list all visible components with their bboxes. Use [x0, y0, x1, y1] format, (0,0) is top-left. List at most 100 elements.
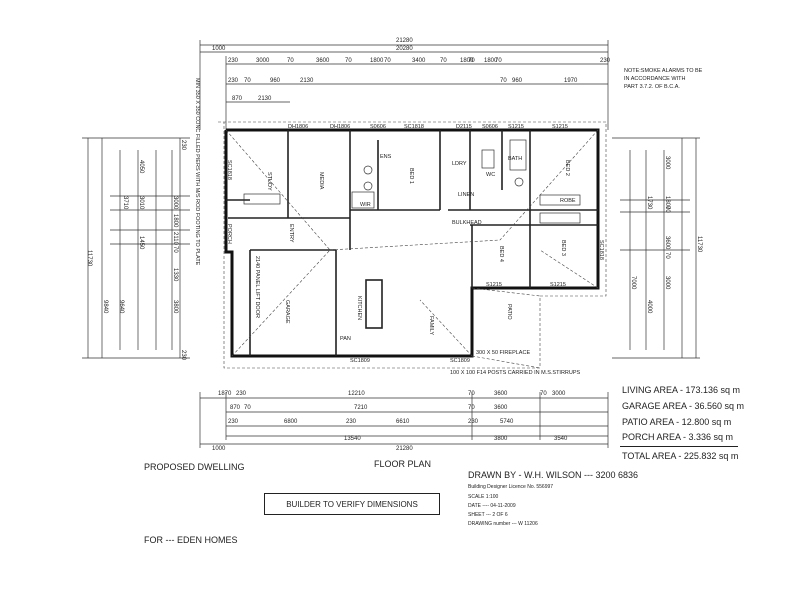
top-dim: 230: [228, 58, 239, 64]
top-dim: 870: [232, 96, 243, 102]
top-dim: 1800: [460, 58, 474, 64]
top-dim: 1800: [484, 58, 498, 64]
room-wir: WIR: [360, 202, 371, 208]
room-bed2: BED 2: [564, 160, 570, 176]
bottom-dim: 6610: [396, 419, 410, 425]
bottom-dim: 6800: [284, 419, 298, 425]
top-dim: 3000: [256, 58, 270, 64]
wall-opening-label: D2115: [456, 124, 472, 130]
wall-opening-label: S1215: [486, 282, 502, 288]
left-dim: 3800: [172, 300, 178, 314]
left-dim: 1330: [172, 268, 178, 282]
top-overall-dim: 21280: [396, 38, 413, 44]
bottom-dim: 5740: [500, 419, 514, 425]
bottom-dim: 870: [230, 405, 241, 411]
top-dim: 960: [270, 78, 281, 84]
room-porch: PORCH: [226, 224, 232, 244]
top-dim: 3400: [412, 58, 426, 64]
top-dim: 70: [384, 58, 391, 64]
proposed-dwelling-label: PROPOSED DWELLING: [144, 462, 245, 472]
top-dim: 960: [512, 78, 523, 84]
bottom-dim: 70: [244, 405, 251, 411]
right-dim: 1800: [664, 196, 670, 210]
left-dim: 230: [180, 140, 186, 151]
porch-area: PORCH AREA - 3.336 sq m: [622, 432, 734, 442]
fireplace-note: 300 X 50 FIREPLACE: [476, 350, 530, 356]
bottom-dim: 12210: [348, 391, 365, 397]
wall-opening-label: S1215: [552, 124, 568, 130]
bottom-dim: 230: [236, 391, 247, 397]
left-dim-labels: 2303000180021107013303800230405030103710…: [86, 140, 186, 361]
room-bed3: BED 3: [560, 240, 566, 256]
living-area: LIVING AREA - 173.136 sq m: [622, 385, 741, 395]
top-dim: 230: [228, 78, 239, 84]
top-dim: 2130: [258, 96, 272, 102]
room-linen: LINEN: [458, 192, 474, 198]
patio-area: PATIO AREA - 12.800 sq m: [622, 417, 732, 427]
left-dim: 4050: [138, 160, 144, 174]
left-dim: 9640: [118, 300, 124, 314]
room-patio: PATIO: [506, 304, 512, 320]
wall-opening-label: SC1809: [450, 358, 470, 364]
posts-note: 100 X 100 F14 POSTS CARRIED IN M.S.STIRR…: [450, 370, 581, 376]
right-dim: 3600: [664, 236, 670, 250]
bottom-dim: 3600: [494, 405, 508, 411]
bottom-dim: 230: [228, 419, 239, 425]
bottom-dim: 70: [540, 391, 547, 397]
top-dim: 70: [468, 58, 475, 64]
room-family: FAMILY: [428, 316, 434, 335]
bottom-dim: 230: [468, 419, 479, 425]
drawn-by-label: DRAWN BY - W.H. WILSON --- 3200 6836: [468, 470, 639, 480]
right-dim: 3000: [664, 156, 670, 170]
left-dim: 9840: [102, 300, 108, 314]
left-dim: 3000: [172, 196, 178, 210]
wall-opening-label: SC1818: [404, 124, 424, 130]
floor-plan-label: FLOOR PLAN: [374, 459, 432, 469]
top-dim: 20280: [396, 46, 413, 52]
bottom-dim: 13540: [344, 436, 361, 442]
top-dim: 1800: [370, 58, 384, 64]
room-robe: ROBE: [560, 198, 576, 204]
room-entry: ENTRY: [288, 224, 294, 243]
verify-dimensions-label: BUILDER TO VERIFY DIMENSIONS: [286, 499, 418, 509]
top-dim: 70: [440, 58, 447, 64]
wall-opening-label: SC1818: [598, 240, 604, 260]
wall-opening-label: S1215: [550, 282, 566, 288]
date-label: DATE ---- 04-11-2009: [468, 503, 516, 509]
house-walls: [218, 121, 607, 369]
top-dim: 70: [345, 58, 352, 64]
top-dim: 70: [287, 58, 294, 64]
client-label: FOR --- EDEN HOMES: [144, 535, 238, 545]
total-area: TOTAL AREA - 225.832 sq m: [622, 451, 739, 461]
top-dim: 2130: [300, 78, 314, 84]
right-dim: 4000: [646, 300, 652, 314]
drawing-number-label: DRAWING number --- W 11206: [468, 521, 538, 527]
sheet-label: SHEET --- 2 OF 6: [468, 512, 508, 518]
room-ens: ENS: [380, 154, 392, 160]
bottom-dim: 21280: [396, 446, 413, 452]
top-dim: 1970: [564, 78, 578, 84]
left-dim: 3010: [138, 196, 144, 210]
scale-label: SCALE 1:100: [468, 494, 499, 500]
smoke-note-line-1: NOTE:SMOKE ALARMS TO BE: [624, 68, 703, 74]
right-dim: 7000: [630, 276, 636, 290]
bottom-dim: 70: [468, 405, 475, 411]
wall-opening-label: DH1806: [288, 124, 308, 130]
room-bath: BATH: [508, 156, 522, 162]
bottom-dim: 70: [468, 391, 475, 397]
bottom-dim: 1870: [218, 391, 232, 397]
bottom-dim: 7210: [354, 405, 368, 411]
top-dim: 230: [600, 58, 611, 64]
top-dim: 70: [500, 78, 507, 84]
bottom-dim: 3600: [494, 391, 508, 397]
room-wc: WC: [486, 172, 495, 178]
room-study: STUDY: [266, 172, 272, 191]
left-dim: 2110: [172, 232, 178, 246]
bottom-dim: 230: [346, 419, 357, 425]
